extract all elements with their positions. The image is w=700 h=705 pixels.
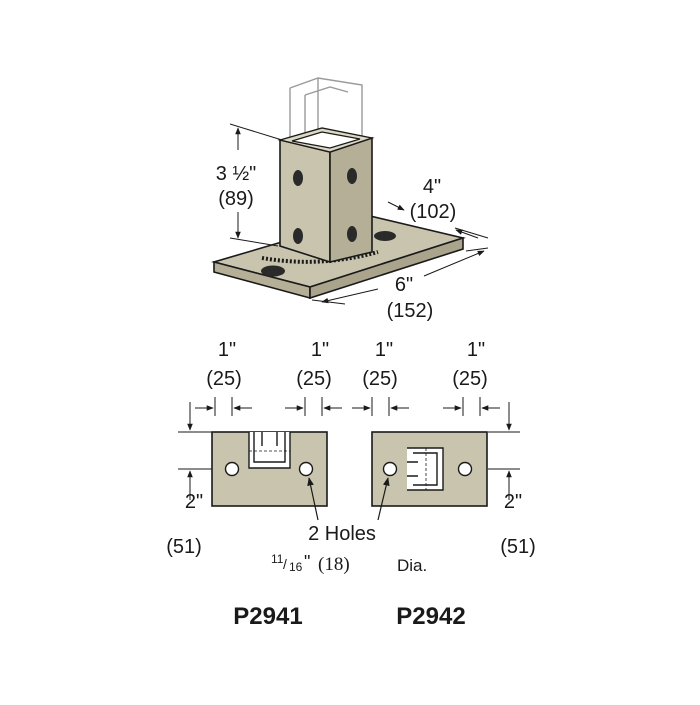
plate-p2941 bbox=[211, 431, 328, 507]
width-dimension: 4" (102) bbox=[387, 176, 489, 239]
hole-size-inch-mark: " bbox=[304, 552, 310, 572]
hole-right bbox=[457, 461, 473, 477]
post bbox=[277, 127, 375, 264]
hole-leaders bbox=[307, 477, 390, 521]
channel-ghost bbox=[289, 77, 363, 140]
hole-dia-label: Dia. bbox=[397, 556, 427, 575]
offset-dim-1-imperial: 1" bbox=[218, 339, 236, 361]
offset-dim-2-imperial: 1" bbox=[311, 339, 329, 361]
right-edge-metric: (51) bbox=[500, 536, 536, 558]
left-edge-imperial: 2" bbox=[185, 491, 203, 513]
hole-size-slash: / bbox=[283, 556, 287, 572]
height-dimension: 3 ½" (89) bbox=[216, 123, 283, 247]
height-metric-label: (89) bbox=[218, 188, 254, 210]
plan-views: 1" (25) 1" (25) 1" (25) 1" (25) bbox=[166, 339, 536, 630]
holes-count-label: 2 Holes bbox=[308, 523, 376, 545]
right-edge-dimension bbox=[488, 402, 520, 500]
plate-p2942 bbox=[371, 431, 488, 507]
hole-size-denominator: 16 bbox=[289, 560, 303, 574]
offset-dim-3-metric: (25) bbox=[362, 368, 398, 390]
part-number-p2941: P2941 bbox=[233, 603, 302, 630]
left-edge-metric: (51) bbox=[166, 536, 202, 558]
part-number-p2942: P2942 bbox=[396, 603, 465, 630]
hole-right bbox=[298, 461, 314, 477]
left-edge-dimension bbox=[178, 402, 212, 500]
offset-dim-1-metric: (25) bbox=[206, 368, 242, 390]
hole-left bbox=[224, 461, 240, 477]
isometric-view: 3 ½" (89) 4" (102) 6" (152) bbox=[211, 77, 489, 322]
offset-dim-3-imperial: 1" bbox=[375, 339, 393, 361]
offset-dim-2-metric: (25) bbox=[296, 368, 332, 390]
right-edge-imperial: 2" bbox=[504, 491, 522, 513]
length-imperial-label: 6" bbox=[395, 274, 413, 296]
offset-dim-4-metric: (25) bbox=[452, 368, 488, 390]
width-imperial-label: 4" bbox=[423, 176, 441, 198]
offset-dimension-lines bbox=[195, 397, 500, 416]
length-metric-label: (152) bbox=[387, 300, 434, 322]
offset-dim-4-imperial: 1" bbox=[467, 339, 485, 361]
hole-size-metric: (18) bbox=[318, 554, 350, 575]
height-imperial-label: 3 ½" bbox=[216, 163, 256, 185]
width-metric-label: (102) bbox=[410, 201, 457, 223]
length-dimension: 6" (152) bbox=[311, 247, 489, 322]
hole-size-numerator: 11 bbox=[271, 552, 284, 566]
hole-left bbox=[382, 461, 398, 477]
